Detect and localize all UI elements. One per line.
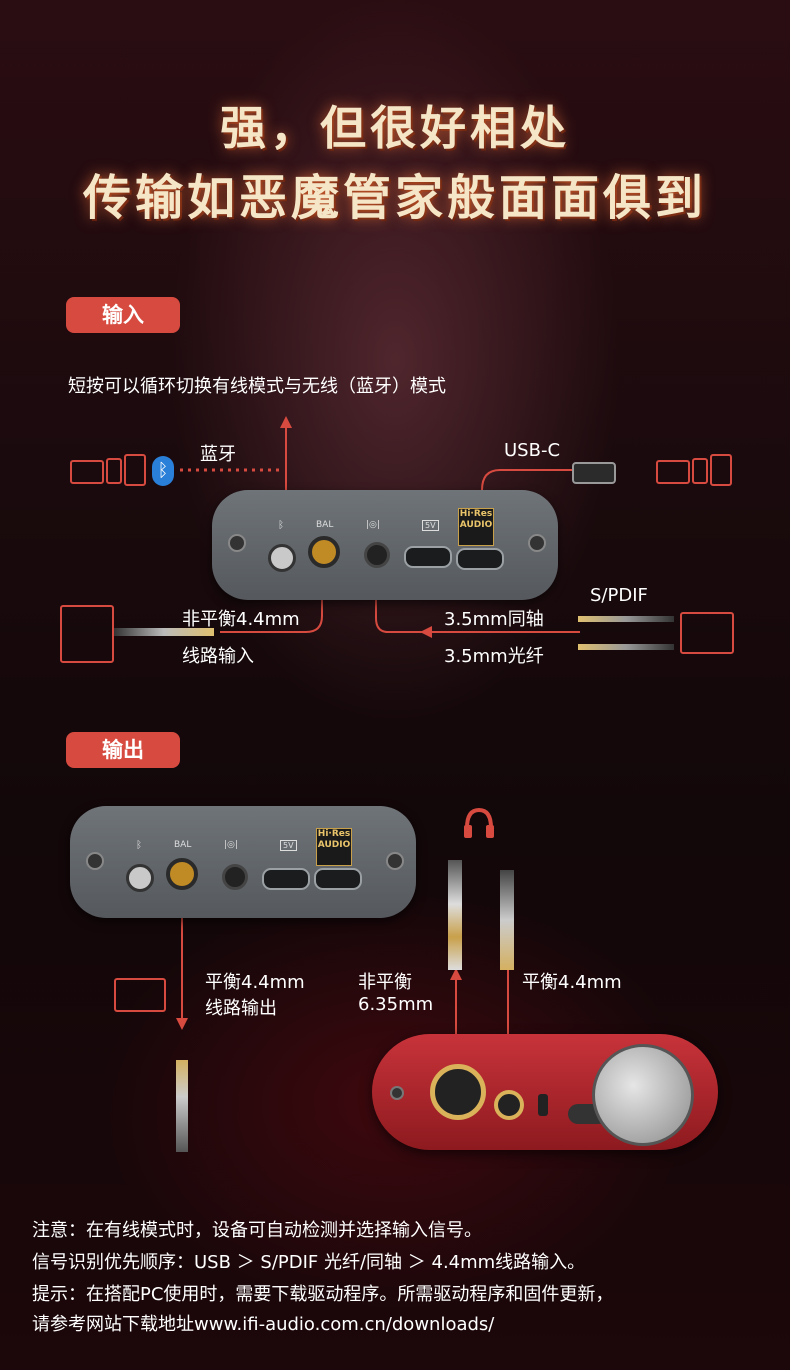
bluetooth-button[interactable]	[268, 544, 296, 572]
bal-4-4mm-jack-out[interactable]	[166, 858, 198, 890]
jack-plug-icon	[114, 628, 214, 636]
usb-c-cable-plug-icon	[572, 462, 616, 484]
phone-icon	[106, 458, 122, 484]
headphone-amplifier	[372, 1034, 718, 1150]
input-mode-description: 短按可以循环切换有线模式与无线（蓝牙）模式	[68, 376, 446, 397]
balanced-output-label-2: 线路输出	[205, 998, 277, 1019]
tablet-icon-right	[710, 454, 732, 486]
unbalanced-635-label-2: 6.35mm	[358, 994, 434, 1015]
unbalanced-input-label-1: 非平衡4.4mm	[182, 609, 300, 630]
usbc-data-port[interactable]	[456, 548, 504, 570]
spdif-jack[interactable]	[364, 542, 390, 568]
bal-4-4mm-jack[interactable]	[308, 536, 340, 568]
spdif-mark-icon: |◎|	[366, 520, 380, 530]
spdif-label: S/PDIF	[590, 585, 648, 606]
bluetooth-icon: ᛒ	[152, 456, 174, 486]
4-4mm-jack[interactable]	[494, 1090, 524, 1120]
laptop-icon-right	[656, 460, 690, 484]
balanced-44-label: 平衡4.4mm	[522, 972, 622, 993]
4-4mm-plug-icon	[500, 870, 514, 970]
6-35mm-jack[interactable]	[430, 1064, 486, 1120]
screw-icon-right	[528, 534, 546, 552]
headline-line-2: 传输如恶魔管家般面面俱到	[82, 170, 707, 226]
6-35mm-plug-icon	[448, 860, 462, 970]
input-connection-lines	[180, 416, 600, 638]
bluetooth-button-out[interactable]	[126, 864, 154, 892]
bluetooth-mark-icon: ᛒ	[278, 520, 284, 531]
screw-icon-amp	[390, 1086, 404, 1100]
amplifier-icon-output	[114, 978, 166, 1012]
screw-icon-out-right	[386, 852, 404, 870]
bluetooth-mark-icon-out: ᛒ	[136, 840, 142, 851]
input-section-badge: 输入	[66, 297, 180, 333]
optical-cable-icon	[578, 644, 674, 650]
mode-switch[interactable]	[538, 1094, 548, 1116]
spdif-jack-out[interactable]	[222, 864, 248, 890]
balanced-output-label-1: 平衡4.4mm	[205, 972, 305, 993]
5v-label-out: 5V	[280, 840, 297, 851]
tablet-icon	[124, 454, 146, 486]
usbc-label: USB-C	[504, 440, 561, 461]
amplifier-icon-right	[680, 612, 734, 654]
note-line-3: 提示：在搭配PC使用时，需要下载驱动程序。所需驱动程序和固件更新，	[32, 1284, 614, 1305]
spdif-mark-icon-out: |◎|	[224, 840, 238, 850]
unbalanced-input-label-2: 线路输入	[182, 646, 254, 667]
laptop-icon	[70, 460, 104, 484]
volume-knob[interactable]	[592, 1044, 694, 1146]
unbalanced-635-label-1: 非平衡	[358, 972, 412, 993]
5v-label: 5V	[422, 520, 439, 531]
usbc-data-port-out[interactable]	[314, 868, 362, 890]
4-4mm-output-plug-icon	[176, 1060, 188, 1152]
spdif-cable-icon	[578, 616, 674, 622]
headline-line-1: 强，但很好相处	[220, 101, 570, 155]
note-line-4: 请参考网站下载地址www.ifi-audio.com.cn/downloads/	[32, 1314, 495, 1335]
output-section-badge: 输出	[66, 732, 180, 768]
screw-icon-out	[86, 852, 104, 870]
bal-label-out: BAL	[174, 840, 192, 850]
optical-label: 3.5mm光纤	[444, 646, 544, 667]
screw-icon	[228, 534, 246, 552]
note-line-1: 注意：在有线模式时，设备可自动检测并选择输入信号。	[32, 1220, 482, 1241]
usbc-5v-port-out[interactable]	[262, 868, 310, 890]
amplifier-icon	[60, 605, 114, 663]
bluetooth-label: 蓝牙	[200, 444, 236, 465]
usbc-5v-port[interactable]	[404, 546, 452, 568]
phone-icon-right	[692, 458, 708, 484]
bal-label: BAL	[316, 520, 334, 530]
headphones-icon	[462, 806, 496, 840]
coax-label: 3.5mm同轴	[444, 609, 544, 630]
note-line-2: 信号识别优先顺序：USB ＞ S/PDIF 光纤/同轴 ＞ 4.4mm线路输入。	[32, 1252, 586, 1273]
